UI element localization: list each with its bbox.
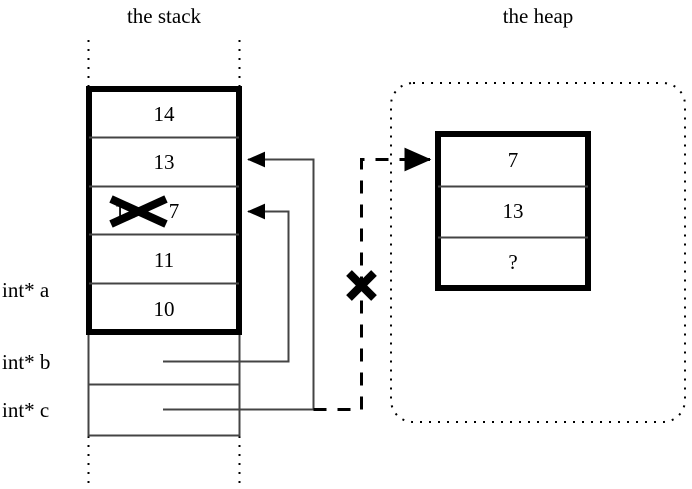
heap-region-boundary xyxy=(390,82,686,423)
stack-cell-value-5: 10 xyxy=(153,297,175,321)
stack-title: the stack xyxy=(126,4,202,28)
stack-cell-value-2: 13 xyxy=(153,150,175,174)
variable-label-b: int* b xyxy=(2,350,51,374)
variable-label-c: int* c xyxy=(2,398,50,422)
x-mark-icon-stale-value xyxy=(109,195,168,228)
x-mark-icon-dangling-pointer xyxy=(346,270,377,301)
stack-dotted-guides-bottom xyxy=(87,436,241,489)
stack-variable-frame xyxy=(87,331,241,437)
dangling-pointer-connector xyxy=(313,147,432,411)
variable-label-a: int* a xyxy=(2,278,50,302)
stack-cell-value-3-struck: 12 xyxy=(114,199,136,223)
pointer-connector-b xyxy=(163,203,290,363)
heap-title: the heap xyxy=(502,4,574,28)
heap-cell-value-1: 7 xyxy=(507,148,519,172)
stack-dotted-guides-top xyxy=(87,40,241,88)
heap-cell-value-3: ? xyxy=(508,250,518,274)
stack-cell-value-1: 14 xyxy=(153,102,175,126)
stack-block xyxy=(86,86,242,335)
heap-cell-value-2: 13 xyxy=(502,199,524,223)
stack-cell-value-4: 11 xyxy=(153,248,175,272)
heap-block xyxy=(435,131,591,291)
pointer-connector-c xyxy=(163,151,315,411)
stack-cell-value-3-updated: 7 xyxy=(168,199,180,223)
